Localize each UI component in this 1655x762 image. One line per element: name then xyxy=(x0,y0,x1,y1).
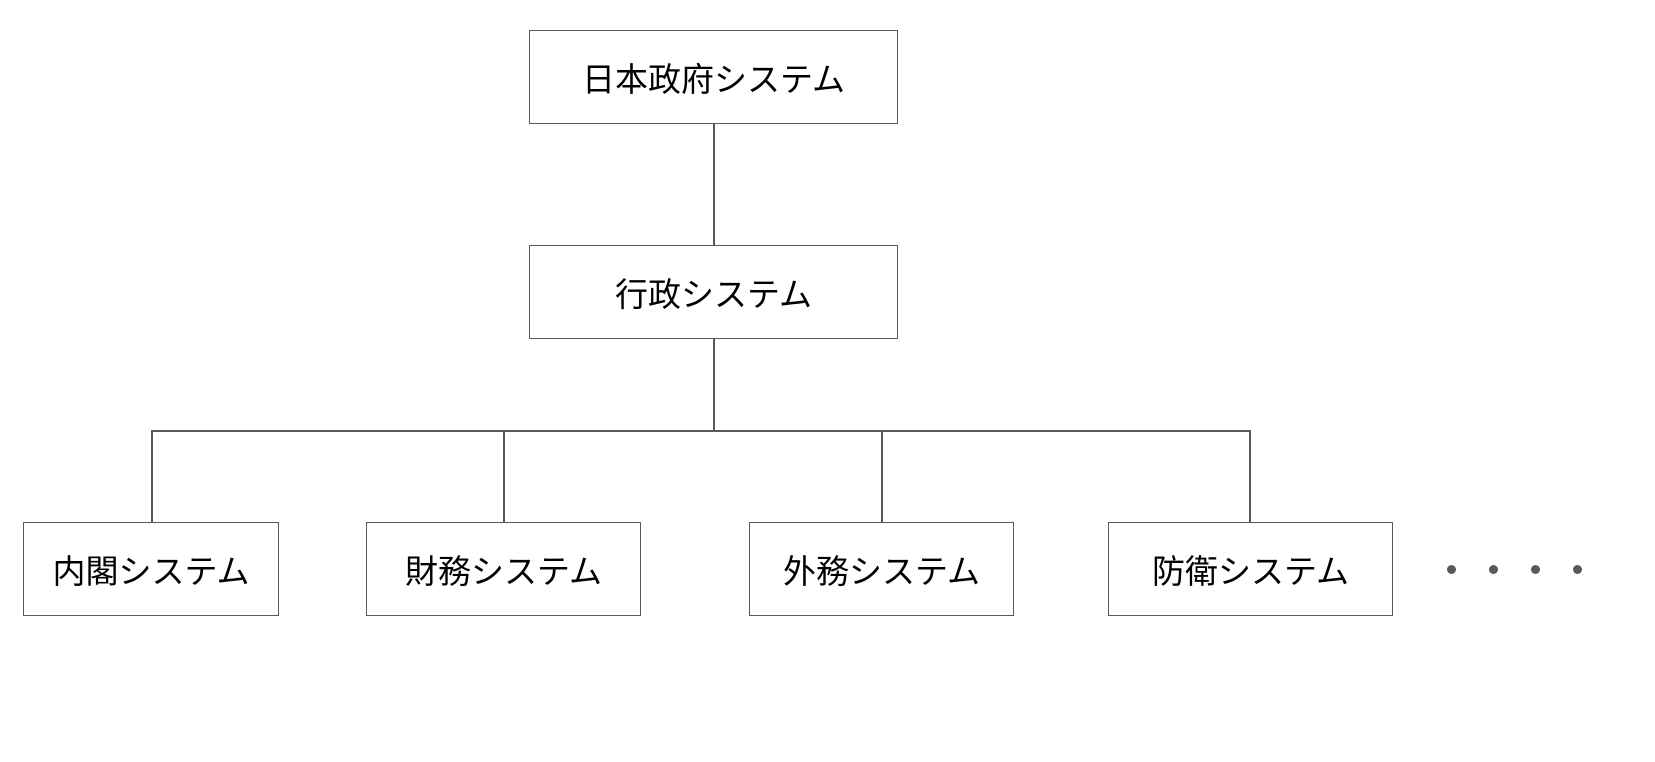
ellipsis-dot xyxy=(1573,565,1582,574)
connector-bus-to-child-2 xyxy=(503,430,505,522)
middle-node-label: 行政システム xyxy=(614,275,812,314)
child-node-1-label: 内閣システム xyxy=(52,552,250,591)
child-node-2-label: 財務システム xyxy=(404,552,602,591)
child-node-4-label: 防衛システム xyxy=(1151,552,1349,591)
root-node-label: 日本政府システム xyxy=(581,60,845,99)
connector-root-to-middle xyxy=(713,124,715,246)
child-node-4: 防衛システム xyxy=(1108,522,1393,616)
connector-bus-to-child-1 xyxy=(151,430,153,522)
child-node-2: 財務システム xyxy=(366,522,641,616)
connector-horizontal-bus xyxy=(151,430,1251,432)
child-node-3-label: 外務システム xyxy=(782,552,980,591)
ellipsis-dot xyxy=(1531,565,1540,574)
ellipsis-dot xyxy=(1447,565,1456,574)
ellipsis-dot xyxy=(1489,565,1498,574)
child-node-3: 外務システム xyxy=(749,522,1014,616)
continuation-ellipsis xyxy=(1447,565,1582,574)
root-node: 日本政府システム xyxy=(529,30,898,124)
connector-bus-to-child-4 xyxy=(1249,430,1251,522)
connector-bus-to-child-3 xyxy=(881,430,883,522)
connector-middle-to-bus xyxy=(713,338,715,430)
child-node-1: 内閣システム xyxy=(23,522,279,616)
middle-node: 行政システム xyxy=(529,245,898,339)
